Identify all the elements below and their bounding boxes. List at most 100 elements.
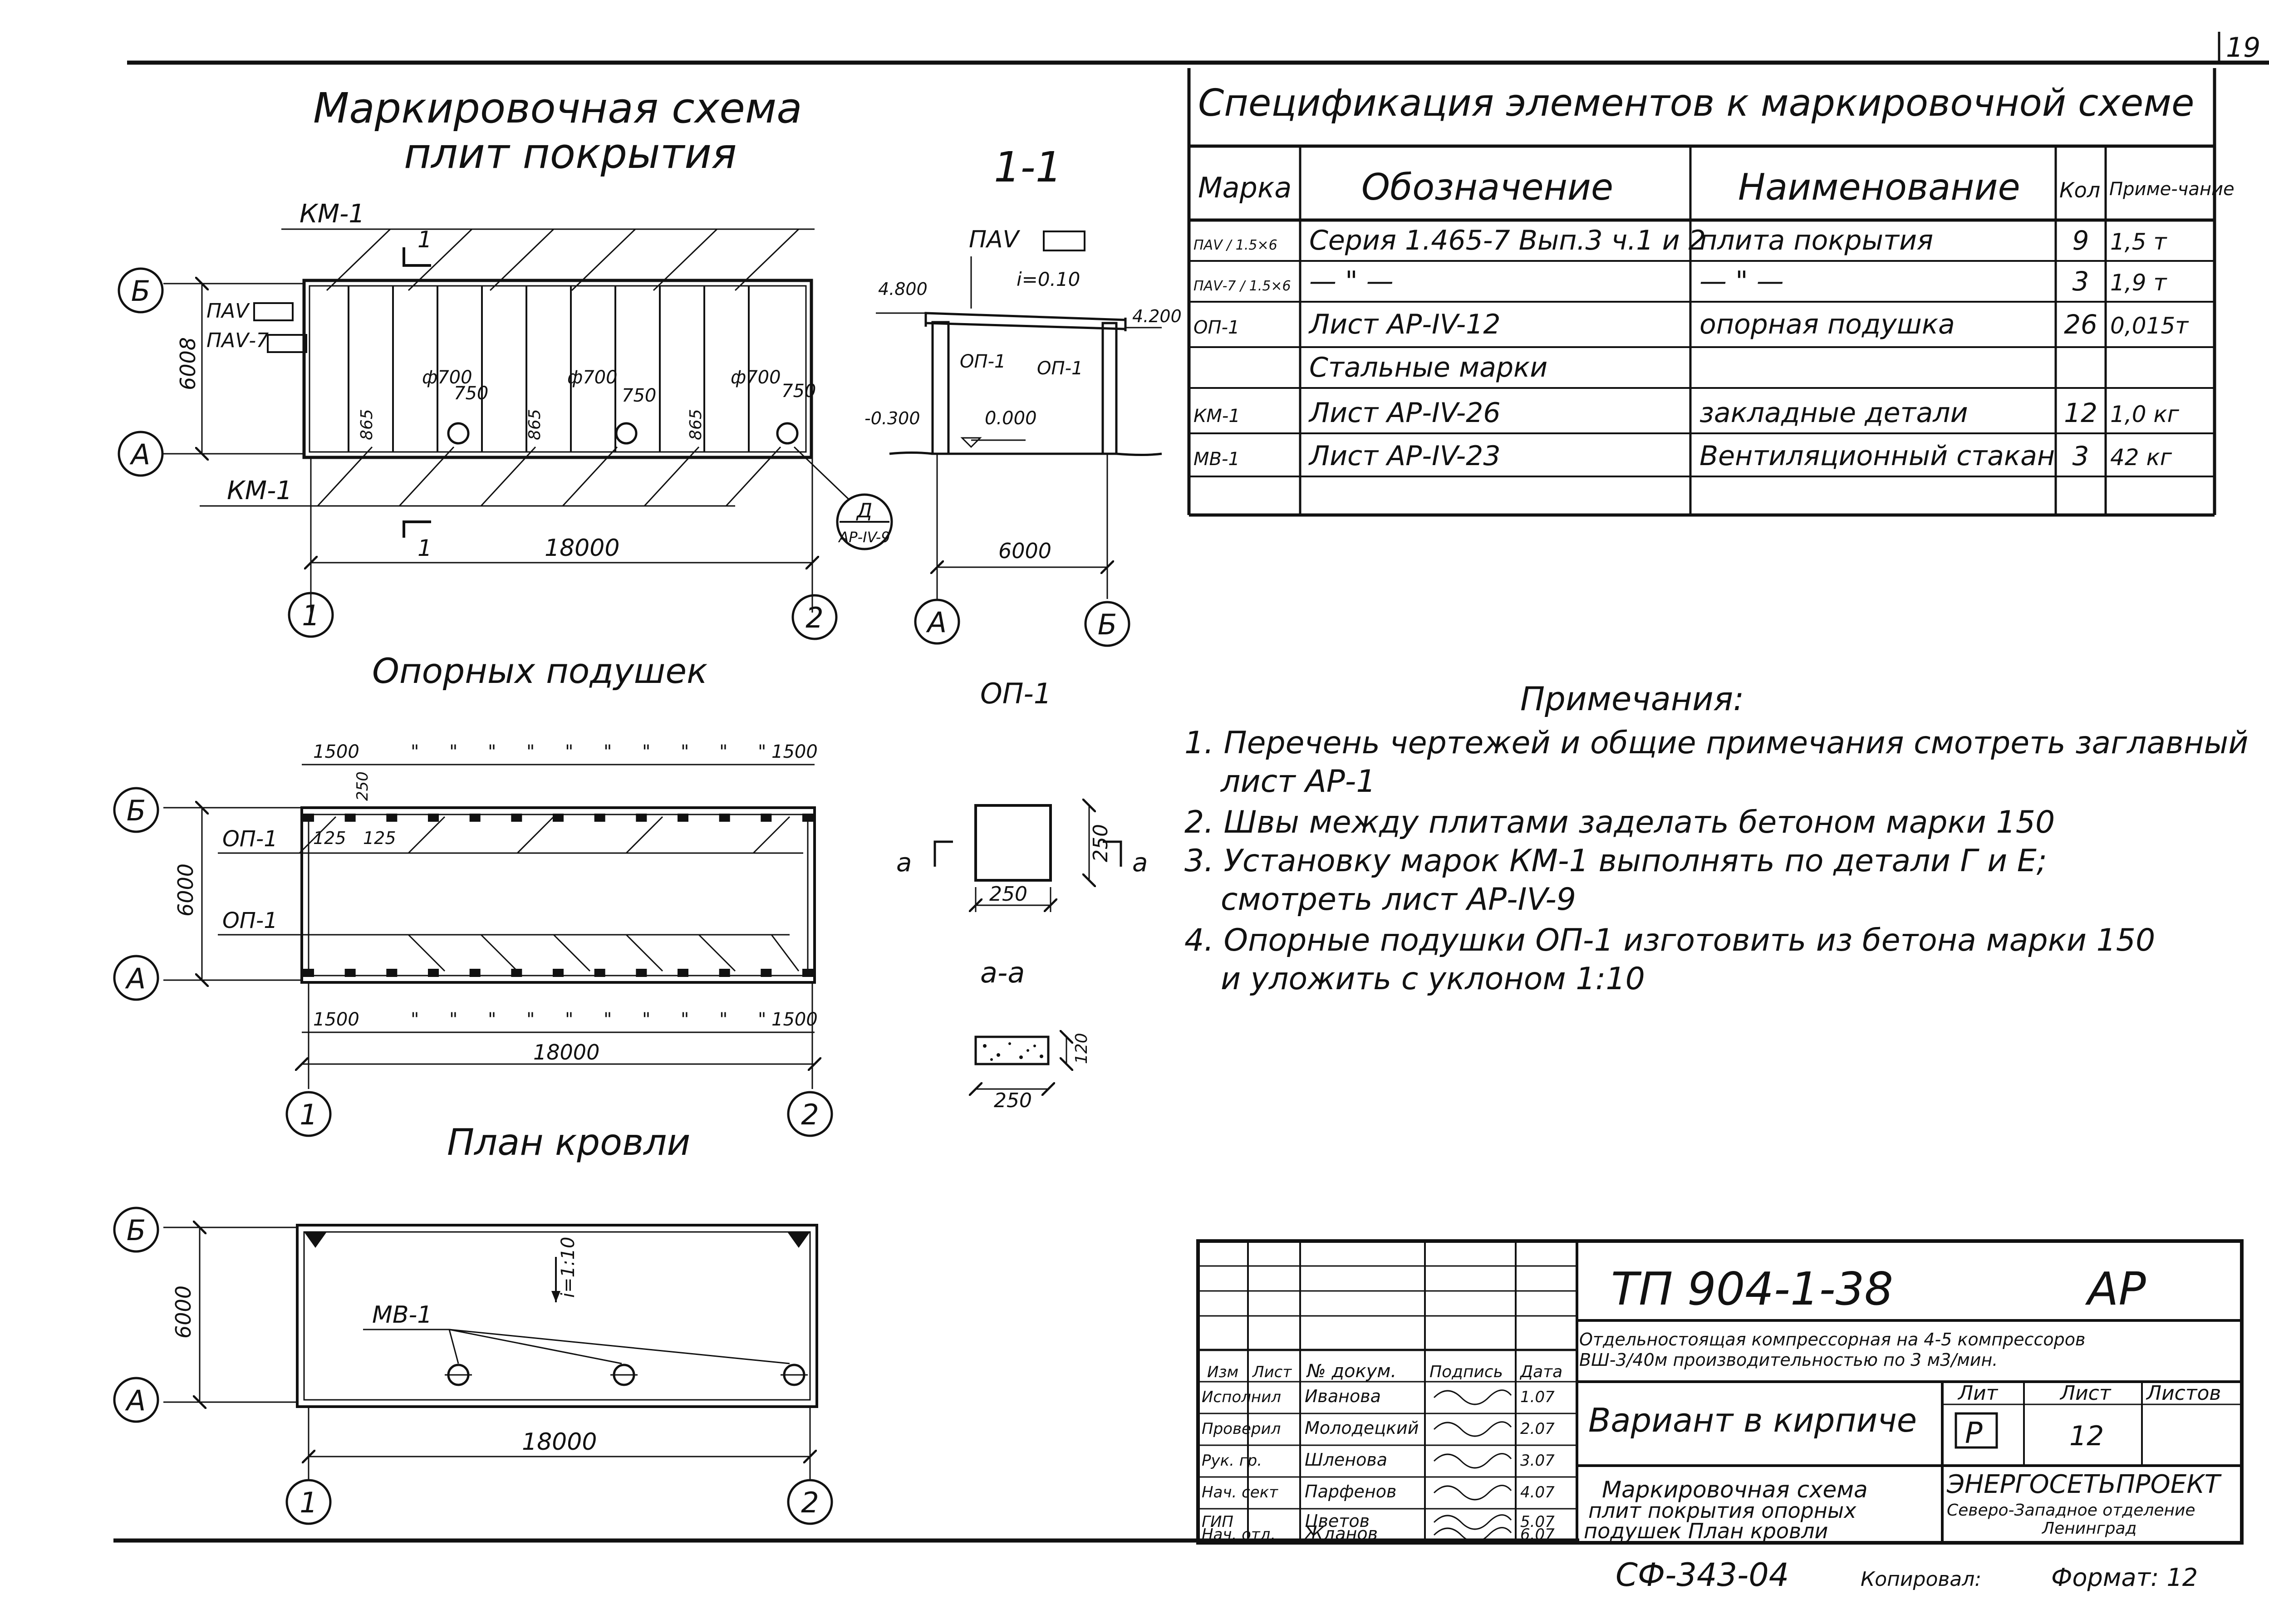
tb-person-role: Проверил bbox=[1202, 1420, 1281, 1438]
spec-cell: Стальные марки bbox=[1309, 352, 1547, 383]
spec-cell: плита покрытия bbox=[1699, 225, 1933, 256]
tb-org-3: Ленинград bbox=[2041, 1519, 2136, 1538]
tb-drawing-3: подушек План кровли bbox=[1584, 1519, 1828, 1543]
plan-marking-title-1: Маркировочная схема bbox=[313, 84, 802, 132]
notes: Примечания: 1. Перечень чертежей и общие… bbox=[1184, 680, 2248, 997]
pads-dim-width: 6000 bbox=[173, 864, 198, 917]
pads-row-bottom bbox=[303, 969, 813, 977]
pads-dim-125-a: 125 bbox=[313, 828, 346, 848]
section-pa-label: ПАⅤ bbox=[969, 226, 1021, 253]
section-cut-bottom bbox=[403, 520, 431, 538]
slab-outline bbox=[302, 279, 813, 459]
op1-cut-left bbox=[933, 840, 953, 867]
pads-dim-repeat-mark: " bbox=[604, 1009, 612, 1030]
spec-cell: опорная подушка bbox=[1699, 309, 1955, 340]
tb-sheet-value: 12 bbox=[2069, 1420, 2104, 1452]
tb-person-signature bbox=[1433, 1389, 1512, 1405]
tb-project-code: ТП 904-1-38 bbox=[1611, 1262, 1893, 1315]
spec-cell: — " — bbox=[1699, 265, 1784, 297]
pads-dim-1500-top-right: 1500 bbox=[771, 741, 818, 762]
note-line-2: лист АР-1 bbox=[1220, 764, 1376, 800]
pads-axis-bubble-2 bbox=[787, 1091, 833, 1137]
support-pad bbox=[761, 814, 772, 822]
note-line-3: 2. Швы между плитами заделать бетоном ма… bbox=[1184, 805, 2055, 840]
detail-callout bbox=[836, 493, 893, 550]
section-cut-top bbox=[403, 247, 431, 267]
spec-cell: закладные детали bbox=[1699, 397, 1968, 429]
elev-4800: 4.800 bbox=[878, 279, 928, 299]
tb-person-signature bbox=[1433, 1527, 1512, 1543]
tb-person-signature bbox=[1433, 1514, 1512, 1530]
pads-axis-label-1: 1 bbox=[300, 1098, 317, 1131]
pads-axis-bubble-a bbox=[113, 955, 159, 1001]
pads-axis-bubble-1 bbox=[285, 1091, 332, 1137]
spec-cell: КМ-1 bbox=[1193, 406, 1240, 427]
support-pad bbox=[594, 814, 605, 822]
op1-cut-label-right: а bbox=[1132, 848, 1148, 878]
axis-label-b: Б bbox=[131, 275, 151, 308]
left-wall bbox=[931, 321, 950, 455]
slope-label: i=0.10 bbox=[1017, 268, 1080, 290]
spec-cell: Серия 1.465-7 Вып.3 ч.1 и 2 bbox=[1309, 225, 1706, 256]
hole-dia-3: ф700 bbox=[731, 367, 781, 388]
tb-person-role: Нач. отд. bbox=[1202, 1526, 1276, 1544]
spec-header-note: Приме-чание bbox=[2109, 179, 2235, 200]
km1-label-top: КМ-1 bbox=[300, 199, 365, 229]
tb-drawing-1: Маркировочная схема bbox=[1602, 1477, 1868, 1503]
spec-cell: 12 bbox=[2064, 397, 2097, 428]
pa-v-label: ПАⅤ bbox=[206, 299, 250, 323]
pads-dim-repeat-mark: " bbox=[449, 741, 457, 762]
spec-header-name: Наименование bbox=[1738, 166, 2020, 208]
spec-cell: ОП-1 bbox=[1193, 317, 1239, 338]
pads-axis-label-2: 2 bbox=[801, 1098, 819, 1131]
pads-dim-length: 18000 bbox=[533, 1040, 599, 1065]
tb-person-date: 4.07 bbox=[1520, 1483, 1555, 1501]
tb-stage-code: АР bbox=[2085, 1262, 2146, 1315]
tb-col-list: Лист bbox=[1252, 1363, 1292, 1381]
note-line-1: 1. Перечень чертежей и общие примечания … bbox=[1184, 725, 2248, 761]
notes-title: Примечания: bbox=[1520, 680, 1744, 718]
roof-drain-left bbox=[304, 1232, 327, 1248]
tb-description-1: Отдельностоящая компрессорная на 4-5 ком… bbox=[1579, 1330, 2085, 1349]
support-pad bbox=[428, 969, 439, 977]
pads-op-label-bottom: ОП-1 bbox=[222, 908, 278, 933]
tb-col-sign: Подпись bbox=[1429, 1363, 1503, 1381]
spec-cell: 3 bbox=[2073, 266, 2089, 297]
op1-plan-square bbox=[974, 804, 1052, 882]
op1-cut-right bbox=[1103, 840, 1122, 867]
pads-dim-repeat-mark: " bbox=[565, 741, 573, 762]
hole-offset-1: 750 bbox=[454, 383, 488, 404]
tb-person-role: Нач. сект bbox=[1202, 1483, 1278, 1501]
pads-dim-repeat-mark: " bbox=[681, 1009, 689, 1030]
slab-inner-outline bbox=[309, 285, 807, 453]
op-label-left: ОП-1 bbox=[960, 351, 1006, 372]
detail-op1: ОП-1 250 250 а а а-а 250 120 bbox=[896, 677, 1148, 1112]
axis-label-a: А bbox=[129, 438, 150, 471]
axis-label-1: 1 bbox=[302, 599, 319, 632]
tb-variant: Вариант в кирпиче bbox=[1588, 1401, 1917, 1439]
tb-person-role: ГИП bbox=[1202, 1513, 1233, 1531]
hole-dim-3: 865 bbox=[687, 409, 705, 440]
pa-v-tag bbox=[253, 302, 294, 321]
km1-label-bottom: КМ-1 bbox=[227, 476, 292, 505]
note-line-7: и уложить с уклоном 1:10 bbox=[1221, 961, 1645, 997]
pads-axis-label-b: Б bbox=[127, 794, 146, 827]
pads-dim-250: 250 bbox=[354, 771, 372, 801]
tb-person-name: Жданов bbox=[1304, 1524, 1378, 1544]
tb-person-signature bbox=[1433, 1421, 1512, 1437]
hole-dia-1: ф700 bbox=[422, 367, 472, 388]
tb-person-name: Иванова bbox=[1305, 1386, 1381, 1406]
roof-axis-bubble-a bbox=[113, 1377, 159, 1423]
tb-stage-value: Р bbox=[1965, 1417, 1983, 1450]
pads-dim-1500-top-left: 1500 bbox=[313, 741, 359, 762]
detail-op1-title: ОП-1 bbox=[980, 677, 1051, 710]
roof-axis-label-2: 2 bbox=[801, 1486, 819, 1519]
support-pad bbox=[553, 814, 564, 822]
spec-cell: МВ-1 bbox=[1193, 449, 1240, 470]
op1-section-rect bbox=[974, 1035, 1050, 1065]
support-pad bbox=[719, 969, 730, 977]
dim-length-label: 18000 bbox=[545, 535, 619, 562]
support-pad bbox=[678, 814, 688, 822]
tb-sheets-header: Листов bbox=[2146, 1382, 2221, 1405]
spec-cell: — " — bbox=[1309, 265, 1394, 297]
